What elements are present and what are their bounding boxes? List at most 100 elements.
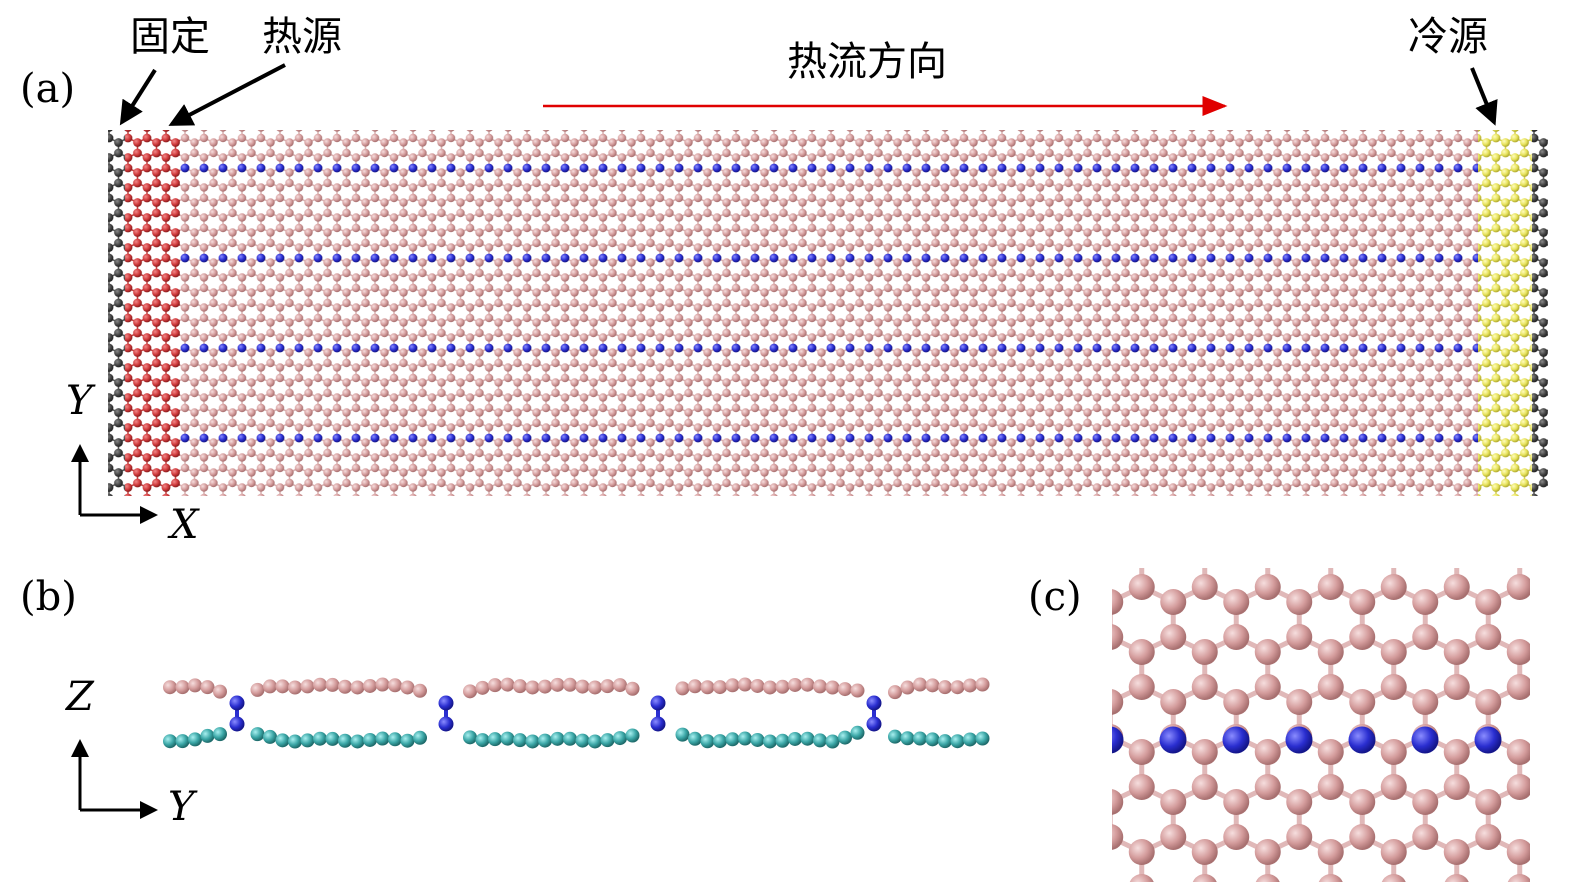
atom [938, 734, 952, 749]
atom [188, 732, 202, 747]
atom [175, 734, 190, 749]
cold-source-region [1478, 130, 1532, 496]
atom [275, 733, 290, 748]
panel-a: (a) 固定 热源 热流方向 冷源 Y X [20, 14, 1548, 548]
atom [563, 677, 577, 692]
atom [825, 680, 840, 695]
atom [850, 725, 865, 740]
heat-flow-label: 热流方向 [787, 39, 947, 85]
atom [500, 731, 515, 746]
dopant-atom [1112, 726, 1124, 754]
atom [288, 680, 302, 695]
atom [763, 680, 777, 695]
atom [375, 677, 390, 692]
atom [725, 678, 740, 693]
dopant-atom [1411, 726, 1439, 754]
atom [588, 680, 602, 695]
atom [313, 677, 327, 692]
panel-c-label: (c) [1028, 574, 1082, 620]
cold-source-label: 冷源 [1408, 14, 1488, 60]
atom [363, 678, 377, 693]
atom [600, 733, 615, 748]
atom [675, 681, 690, 696]
atom [300, 733, 315, 748]
atom [250, 727, 265, 742]
atom [913, 677, 927, 692]
x-axis-label: X [167, 502, 200, 548]
atom [563, 731, 577, 746]
atom [900, 731, 915, 746]
dopant-atom [438, 695, 454, 711]
axes-indicator-a: Y X [66, 378, 200, 548]
atom [400, 733, 415, 748]
atom [613, 678, 627, 693]
atom [850, 683, 865, 698]
fixed-region-label: 固定 [130, 14, 210, 60]
atom [313, 731, 327, 746]
z-axis-label: Z [64, 674, 95, 720]
atom [325, 677, 340, 692]
atom [275, 679, 290, 694]
atom [963, 678, 977, 693]
atom [338, 679, 352, 694]
atom [375, 731, 390, 746]
atom [175, 680, 190, 695]
panel-a-label: (a) [20, 66, 75, 112]
atom [263, 679, 277, 694]
atom [413, 730, 427, 745]
atom [813, 733, 827, 748]
atom [738, 731, 752, 746]
atom [388, 732, 402, 747]
dopant-atom [1285, 726, 1313, 754]
atom [525, 734, 540, 749]
dopant-atom [866, 716, 882, 732]
panel-b: (b) Z Y [20, 574, 990, 830]
atom [550, 677, 565, 692]
dopant-atom [866, 695, 882, 711]
atom [838, 730, 852, 745]
dopant-row [180, 432, 1478, 444]
atom [463, 684, 477, 699]
dopant-row [180, 162, 1478, 174]
panel-b-label: (b) [20, 574, 77, 620]
dopant-atom [650, 716, 666, 732]
dopant-row [180, 342, 1478, 354]
atom [513, 733, 527, 748]
atom [413, 683, 427, 698]
atom [738, 677, 752, 692]
panel-c: (c) [1028, 568, 1530, 882]
atom [575, 733, 590, 748]
heat-source-arrow [168, 63, 286, 126]
atom [575, 679, 590, 694]
atom [488, 678, 502, 693]
atom [363, 732, 377, 747]
atom [475, 733, 490, 748]
heat-source-label: 热源 [262, 14, 342, 60]
atom [813, 679, 827, 694]
dopant-atom [1348, 726, 1376, 754]
atom [825, 734, 840, 749]
dopant-atom [1159, 726, 1187, 754]
atom [688, 731, 702, 746]
atom [763, 734, 777, 749]
atom [800, 731, 815, 746]
atom [513, 679, 527, 694]
atom [675, 727, 690, 742]
atom [525, 680, 540, 695]
fixed-region [108, 130, 125, 496]
atom [213, 684, 227, 699]
atom [713, 734, 727, 749]
heat-source-region [125, 130, 180, 496]
atom [788, 677, 802, 692]
atom [188, 678, 202, 693]
dopant-atom [229, 695, 245, 711]
atom [288, 734, 302, 749]
atom [775, 733, 790, 748]
atom [938, 680, 952, 695]
atom [388, 678, 402, 693]
atom [775, 679, 790, 694]
y-axis-label-b: Y [168, 784, 198, 830]
dopant-row [180, 252, 1478, 264]
atom [538, 733, 552, 748]
atom [475, 680, 490, 695]
